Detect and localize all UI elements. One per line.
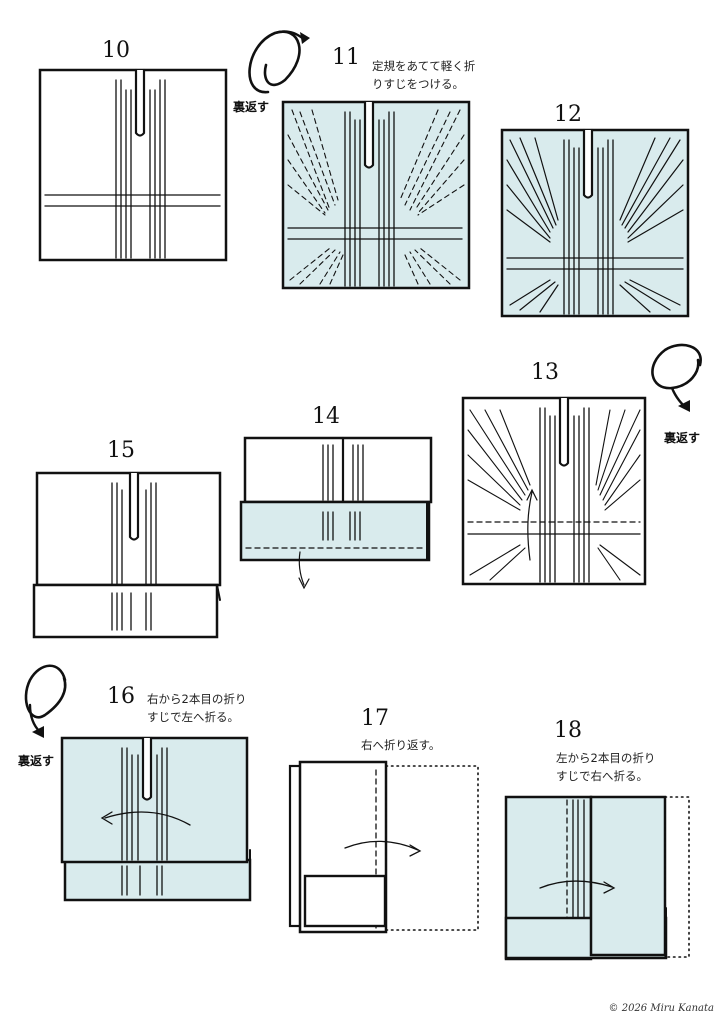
step-number: 10 <box>102 38 130 63</box>
step-number: 11 <box>332 45 360 70</box>
step-number: 13 <box>531 360 559 385</box>
step-17-note: 右へ折り返す。 <box>361 738 441 752</box>
step-number: 18 <box>554 718 582 743</box>
flip-arrow-icon <box>24 664 67 738</box>
step-number: 14 <box>312 404 340 429</box>
step-number: 17 <box>361 706 389 731</box>
step-13-figure <box>461 396 647 586</box>
step-10-figure <box>38 68 228 262</box>
step-11-figure <box>281 100 471 290</box>
step-16-note: 右から2本目の折り すじで左へ折る。 <box>147 692 247 724</box>
step-16-figure <box>60 736 252 902</box>
flip-label: 裏返す <box>233 100 270 114</box>
copyright: © 2026 Miru Kanata <box>608 1003 714 1014</box>
step-14-figure <box>239 436 433 590</box>
flip-arrow-icon <box>651 343 702 412</box>
flip-arrow-icon <box>248 30 310 94</box>
step-18-figure <box>504 795 690 961</box>
step-18-note: 左から2本目の折り すじで右へ折る。 <box>556 751 656 783</box>
step-number: 12 <box>554 102 582 127</box>
step-15-figure <box>32 471 222 639</box>
step-number: 16 <box>107 684 135 709</box>
step-12-figure <box>500 128 690 318</box>
step-17-figure <box>288 760 479 934</box>
flip-label: 裏返す <box>18 754 55 768</box>
step-number: 15 <box>107 438 135 463</box>
flip-label: 裏返す <box>664 431 701 445</box>
step-11-note: 定規をあてて軽く折 りすじをつける。 <box>372 59 476 91</box>
